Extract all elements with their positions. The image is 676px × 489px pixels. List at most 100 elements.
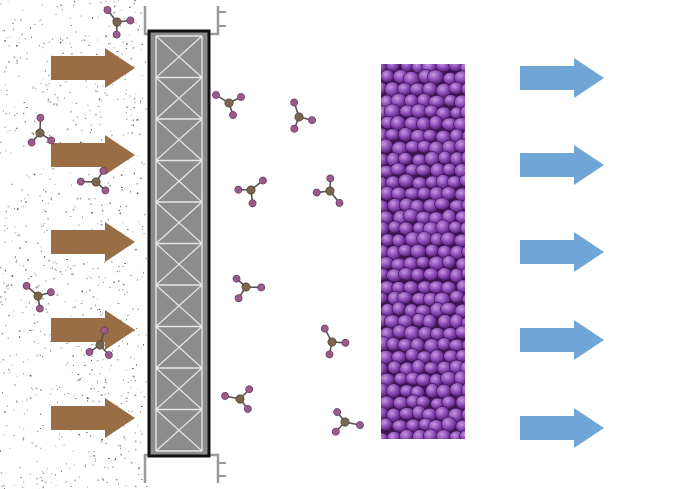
dust-particle bbox=[11, 240, 13, 242]
dust-particle bbox=[42, 298, 44, 301]
dust-particle bbox=[99, 124, 101, 125]
molecule-atom bbox=[312, 188, 321, 197]
dust-particle bbox=[49, 178, 51, 180]
dust-particle bbox=[68, 341, 70, 343]
dust-particle bbox=[83, 141, 85, 143]
filter-lattice-diagonal bbox=[155, 243, 203, 286]
dust-particle bbox=[133, 375, 135, 378]
dust-particle bbox=[136, 327, 138, 329]
dust-particle bbox=[40, 18, 42, 21]
dust-particle bbox=[49, 333, 51, 336]
dust-particle bbox=[65, 81, 67, 83]
dust-particle bbox=[31, 36, 32, 39]
dust-particle bbox=[10, 152, 12, 154]
dust-particle bbox=[108, 25, 111, 27]
dust-particle bbox=[15, 256, 16, 258]
adsorbent-bead bbox=[467, 117, 482, 129]
dust-particle bbox=[88, 451, 90, 453]
molecule-atom bbox=[47, 136, 56, 145]
dust-particle bbox=[46, 230, 48, 231]
dust-particle bbox=[3, 433, 5, 436]
inlet-arrow-icon bbox=[51, 135, 135, 175]
dust-particle bbox=[138, 221, 139, 223]
filter-panel bbox=[143, 6, 226, 483]
dust-particle bbox=[103, 262, 105, 263]
dust-particle bbox=[5, 218, 7, 219]
dust-particle bbox=[20, 299, 22, 301]
dust-particle bbox=[31, 132, 33, 134]
dust-particle bbox=[20, 477, 22, 478]
outlet-flow-arrows bbox=[520, 58, 604, 448]
adsorbent-bead bbox=[466, 233, 480, 247]
molecule-atom bbox=[229, 111, 237, 119]
dust-particle bbox=[125, 89, 127, 91]
outlet-arrow-icon bbox=[520, 232, 604, 272]
dust-particle bbox=[138, 466, 141, 469]
dust-particle bbox=[50, 393, 52, 395]
adsorbent-bead bbox=[391, 301, 406, 316]
dust-particle bbox=[123, 379, 125, 381]
dust-particle bbox=[135, 364, 137, 366]
inlet-arrow-icon bbox=[51, 398, 135, 438]
dust-particle bbox=[143, 163, 145, 165]
dust-particle bbox=[23, 428, 25, 430]
dust-particle bbox=[16, 45, 18, 47]
dust-particle bbox=[59, 84, 62, 86]
dust-particle bbox=[125, 370, 127, 371]
molecule-atom bbox=[234, 185, 243, 194]
dust-particle bbox=[110, 130, 112, 132]
adsorbent-bead bbox=[467, 395, 482, 408]
dust-particle bbox=[74, 370, 75, 372]
dust-particle bbox=[131, 40, 133, 42]
dust-particle bbox=[127, 159, 129, 161]
dust-particle bbox=[18, 330, 21, 332]
dust-particle bbox=[81, 377, 83, 379]
adsorbent-bead bbox=[386, 383, 402, 398]
molecule-icon bbox=[234, 176, 267, 208]
dust-particle bbox=[105, 36, 107, 38]
dust-particle bbox=[126, 397, 128, 399]
adsorbent-bead bbox=[459, 174, 465, 187]
dust-particle bbox=[40, 413, 42, 415]
dust-particle bbox=[118, 289, 120, 291]
dust-particle bbox=[116, 271, 118, 273]
dust-particle bbox=[70, 46, 72, 48]
dust-particle bbox=[97, 309, 99, 311]
dust-particle bbox=[37, 354, 39, 356]
dust-particle bbox=[25, 241, 27, 243]
adsorbent-bead bbox=[461, 408, 465, 421]
dust-particle bbox=[4, 126, 6, 128]
molecule-atom bbox=[245, 385, 254, 394]
molecule-atom bbox=[103, 6, 112, 14]
molecule-atom bbox=[308, 116, 316, 125]
dust-particle bbox=[101, 439, 103, 441]
dust-particle bbox=[123, 437, 126, 439]
adsorbent-bead bbox=[410, 268, 426, 282]
dust-particle bbox=[133, 22, 135, 24]
dust-particle bbox=[3, 372, 5, 374]
dust-particle bbox=[27, 278, 30, 280]
dust-particle bbox=[125, 112, 127, 114]
dust-particle bbox=[129, 357, 132, 358]
dust-particle bbox=[14, 114, 16, 116]
dust-particle bbox=[113, 281, 115, 283]
dust-particle bbox=[103, 6, 105, 8]
dust-particle bbox=[22, 400, 24, 402]
dust-particle bbox=[11, 364, 13, 366]
dust-particle bbox=[36, 460, 38, 462]
dust-particle bbox=[70, 17, 71, 19]
dust-particle bbox=[55, 270, 57, 272]
dust-particle bbox=[97, 90, 98, 92]
dust-particle bbox=[145, 381, 147, 383]
dust-particle bbox=[135, 93, 137, 95]
dust-particle bbox=[120, 395, 122, 397]
dust-particle bbox=[104, 277, 106, 279]
molecule-icon bbox=[290, 98, 316, 133]
dust-particle bbox=[52, 38, 54, 40]
dust-particle bbox=[14, 130, 16, 132]
dust-particle bbox=[86, 278, 88, 280]
dust-particle bbox=[141, 433, 143, 435]
dust-particle bbox=[140, 102, 141, 104]
dust-particle bbox=[110, 364, 112, 366]
dust-particle bbox=[113, 459, 115, 461]
